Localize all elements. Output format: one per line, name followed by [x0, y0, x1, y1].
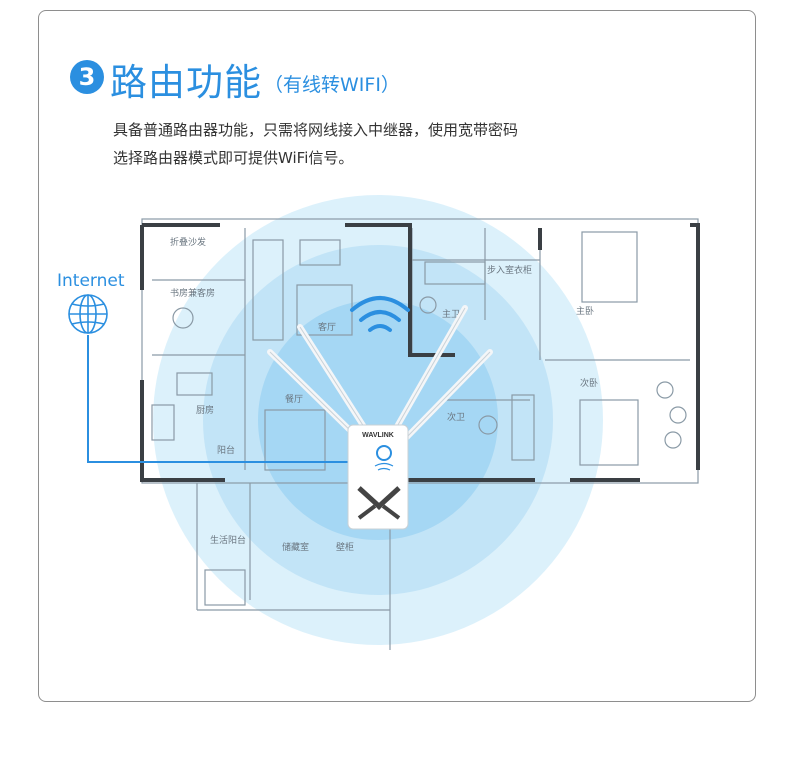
room-label-master-bedroom: 主卧	[576, 305, 594, 316]
room-label-kitchen: 厨房	[196, 404, 214, 415]
device-brand-label: WAVLINK	[362, 432, 394, 439]
room-label-balcony: 阳台	[217, 444, 235, 455]
description-line-1: 具备普通路由器功能，只需将网线接入中继器，使用宽带密码	[113, 121, 519, 139]
globe-icon	[68, 294, 108, 334]
description-line-2: 选择路由器模式即可提供WiFi信号。	[113, 149, 354, 167]
room-label-second-bath: 次卫	[447, 411, 465, 422]
page-subtitle: （有线转WIFI）	[264, 74, 400, 96]
page-title: 路由功能	[110, 61, 262, 104]
room-label-study: 书房兼客房	[170, 287, 215, 298]
wifi-signal-icon	[350, 296, 410, 332]
internet-label: Internet	[57, 271, 125, 291]
room-label-laundry: 生活阳台	[210, 534, 246, 545]
room-label-closet: 步入室衣柜	[487, 264, 532, 275]
floorplan-walls	[140, 223, 700, 482]
wifi-extender-device: WAVLINK	[347, 424, 409, 530]
room-label-second-bedroom: 次卧	[580, 377, 598, 388]
room-label-dining: 餐厅	[285, 393, 303, 404]
room-labels: 折叠沙发 书房兼客房 客厅 餐厅 厨房 阳台 主卫 步入室衣柜 主卧 次卧 次卫…	[170, 236, 598, 552]
room-label-cabinet: 壁柜	[336, 541, 354, 552]
power-led-icon	[376, 445, 392, 461]
room-label-living: 客厅	[318, 321, 336, 332]
room-label-master-bath: 主卫	[442, 308, 460, 319]
room-label-sofa: 折叠沙发	[170, 236, 206, 247]
ethernet-cable	[87, 335, 358, 463]
room-label-storage: 储藏室	[282, 541, 309, 552]
step-number-badge: 3	[70, 60, 104, 94]
